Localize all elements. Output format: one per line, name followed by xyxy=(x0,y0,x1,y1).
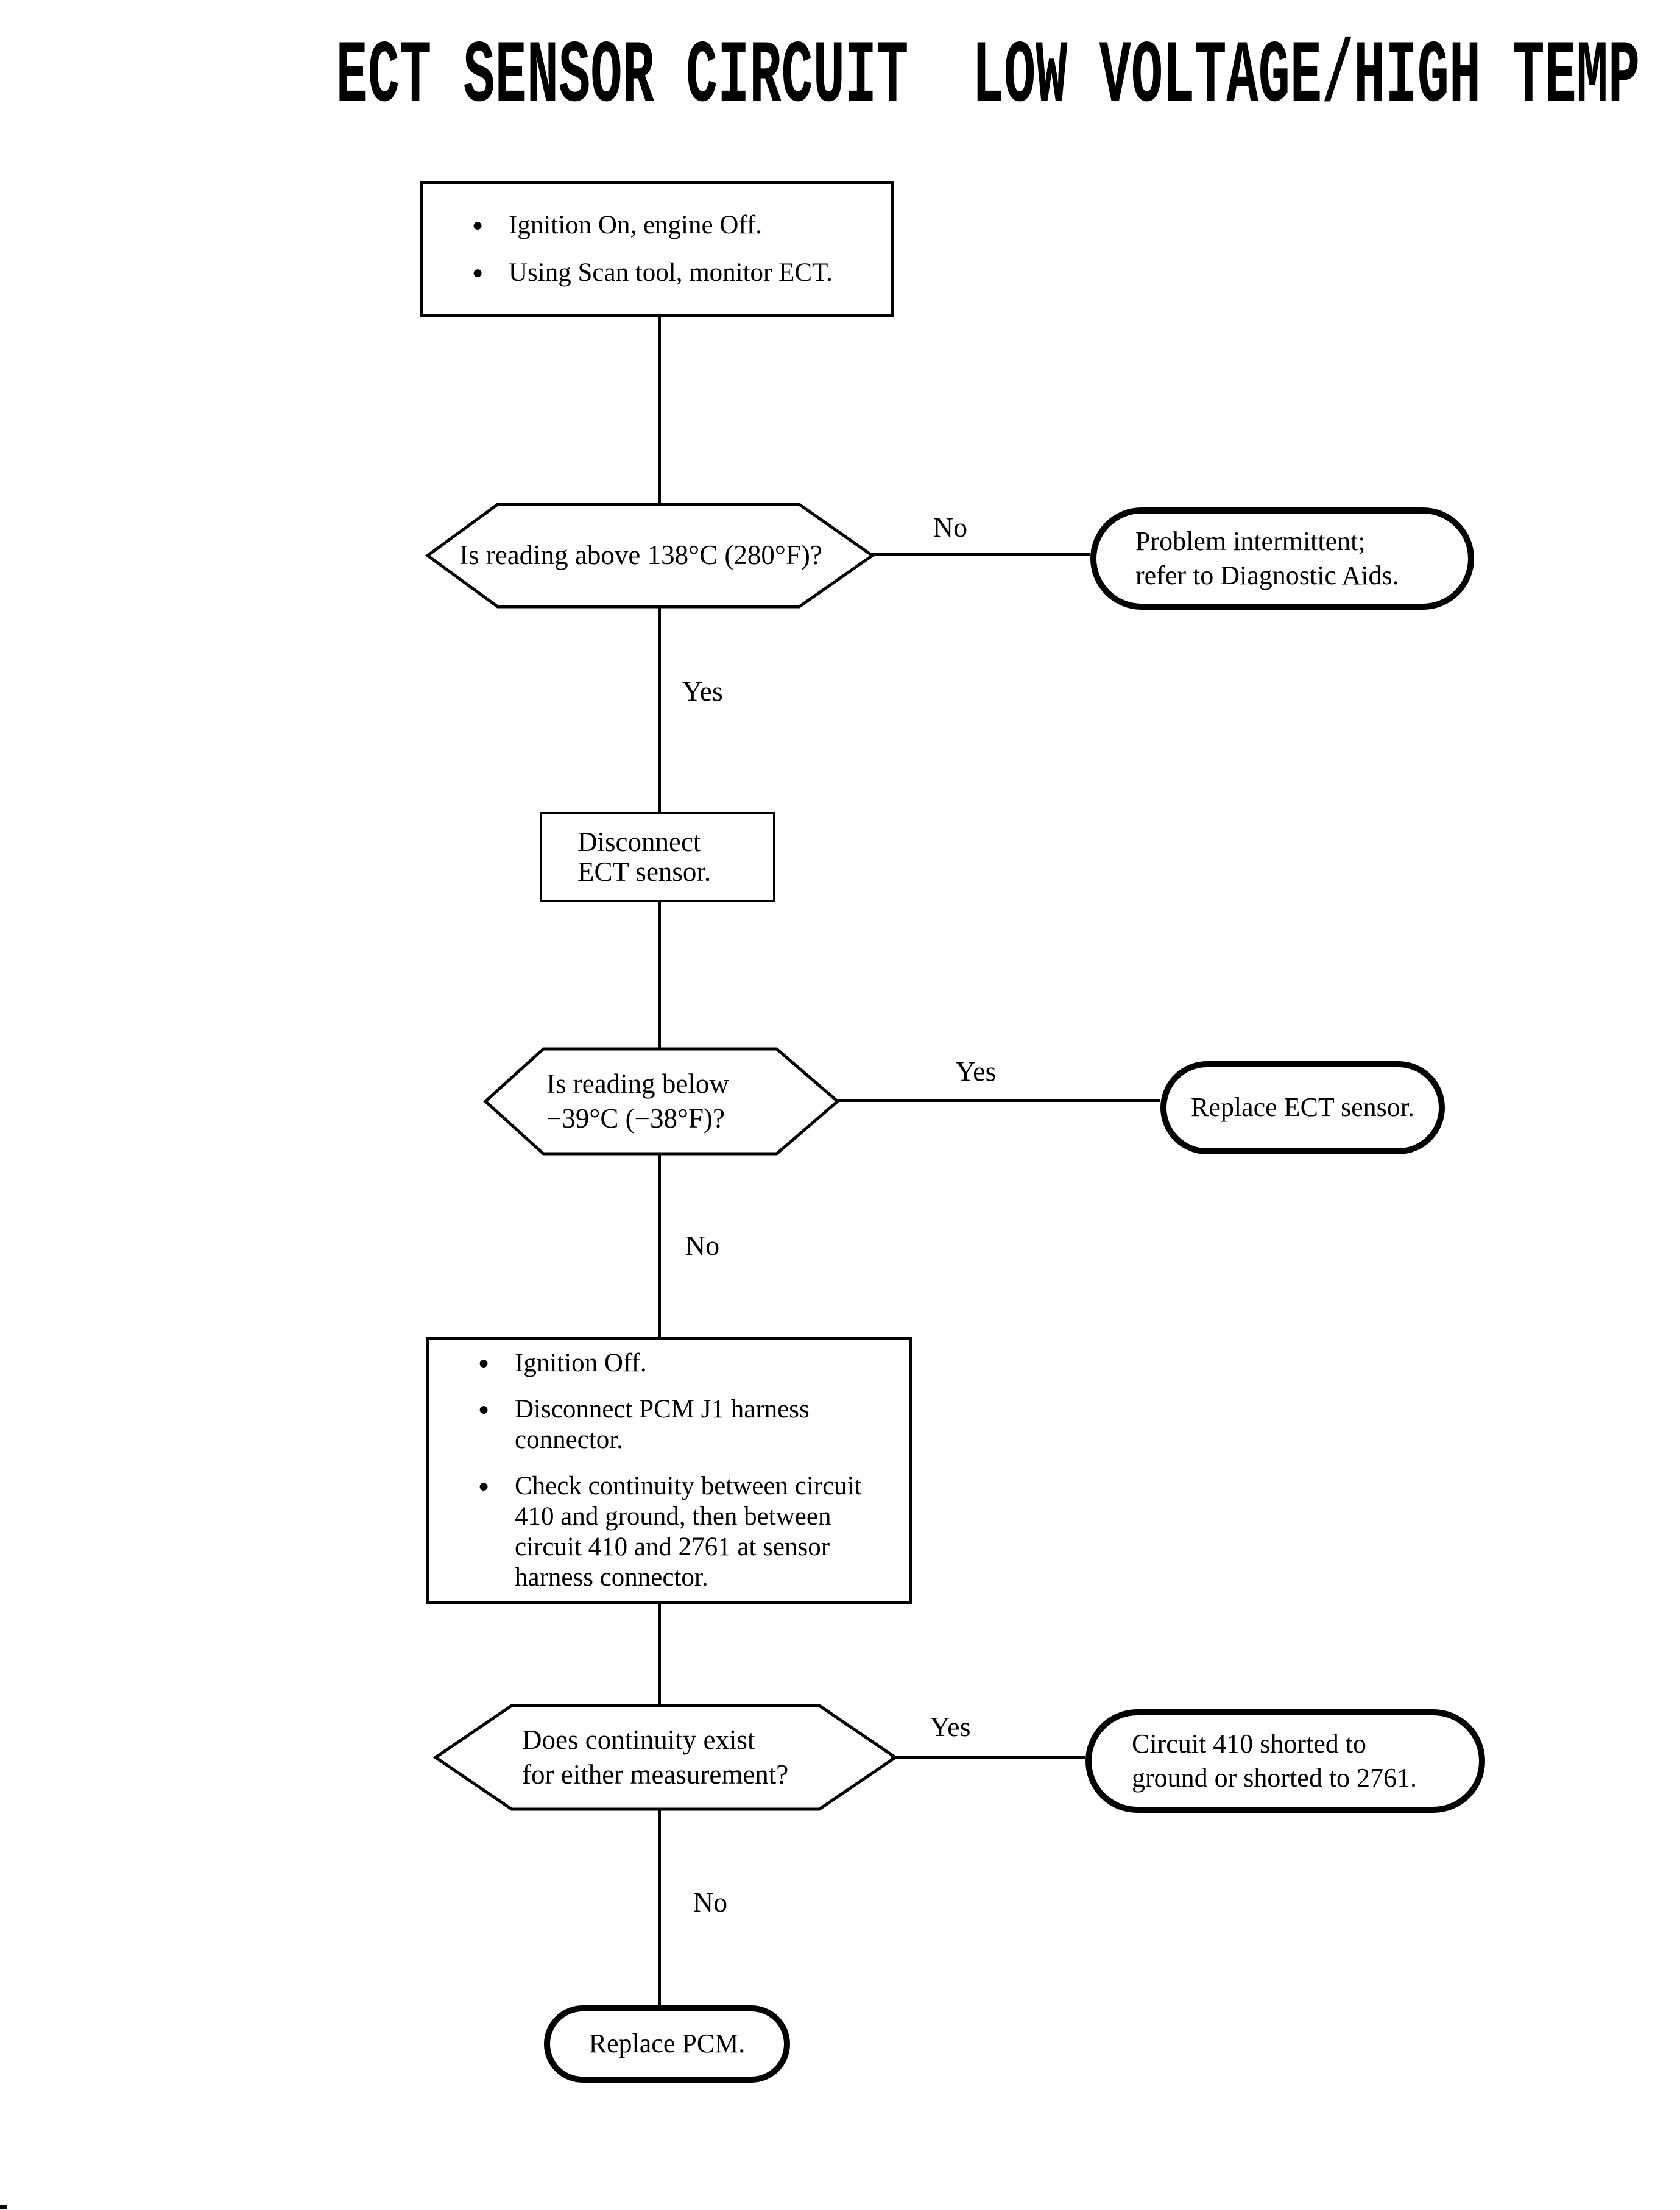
list-item: ● Check continuity between circuit 410 a… xyxy=(478,1471,897,1593)
label-yes-2: Yes xyxy=(955,1056,997,1087)
list-item: ● Disconnect PCM J1 harness connector. xyxy=(478,1394,897,1455)
decision2-question: Is reading below −39°C (−38°F)? xyxy=(546,1068,729,1134)
scan-artifact xyxy=(0,2205,7,2209)
connector-start-to-decision1 xyxy=(658,316,661,506)
list-item: ● Using Scan tool, monitor ECT. xyxy=(472,258,879,288)
bullet-icon: ● xyxy=(472,262,484,283)
result-replace-pcm: Replace PCM. xyxy=(544,2005,790,2083)
continuity-bullet-2: Disconnect PCM J1 harness connector. xyxy=(515,1395,810,1454)
label-no-1: No xyxy=(933,512,968,543)
result-replace-ect-sensor: Replace ECT sensor. xyxy=(1160,1061,1445,1154)
connector-decision3-no xyxy=(658,1808,661,2007)
bullet-icon: ● xyxy=(478,1476,490,1496)
list-item: ● Ignition On, engine Off. xyxy=(472,210,879,241)
disconnect-ect-box: Disconnect ECT sensor. xyxy=(540,812,775,902)
continuity-check-box: ● Ignition Off. ● Disconnect PCM J1 harn… xyxy=(426,1337,912,1604)
result-circuit-shorted: Circuit 410 shorted to ground or shorted… xyxy=(1085,1709,1485,1813)
label-yes-1: Yes xyxy=(682,676,723,707)
bullet-icon: ● xyxy=(472,214,484,235)
page-title: ECT SENSOR CIRCUIT LOW VOLTAGE/HIGH TEMP xyxy=(336,27,1640,127)
bullet-icon: ● xyxy=(478,1399,490,1419)
connector-decision3-yes xyxy=(891,1756,1085,1759)
connector-decision2-yes xyxy=(836,1099,1160,1102)
connector-box2-to-decision2 xyxy=(658,901,661,1050)
continuity-bullet-3: Check continuity between circuit 410 and… xyxy=(515,1472,862,1592)
result-problem-intermittent: Problem intermittent; refer to Diagnosti… xyxy=(1090,507,1474,610)
connector-decision1-no xyxy=(870,553,1090,556)
decision3-question: Does continuity exist for either measure… xyxy=(522,1724,789,1790)
label-yes-3: Yes xyxy=(930,1711,971,1742)
start-box-bullet-1: Ignition On, engine Off. xyxy=(509,210,762,239)
continuity-bullet-1: Ignition Off. xyxy=(515,1349,647,1377)
connector-box3-to-decision3 xyxy=(658,1603,661,1707)
start-box: ● Ignition On, engine Off. ● Using Scan … xyxy=(420,181,894,317)
decision1-question: Is reading above 138°C (280°F)? xyxy=(459,540,822,571)
bullet-icon: ● xyxy=(478,1353,490,1373)
label-no-2: No xyxy=(685,1230,720,1261)
label-no-3: No xyxy=(693,1887,728,1918)
list-item: ● Ignition Off. xyxy=(478,1348,897,1379)
start-box-bullet-2: Using Scan tool, monitor ECT. xyxy=(509,258,833,287)
connector-decision2-no xyxy=(658,1153,661,1337)
connector-decision1-yes xyxy=(658,605,661,813)
